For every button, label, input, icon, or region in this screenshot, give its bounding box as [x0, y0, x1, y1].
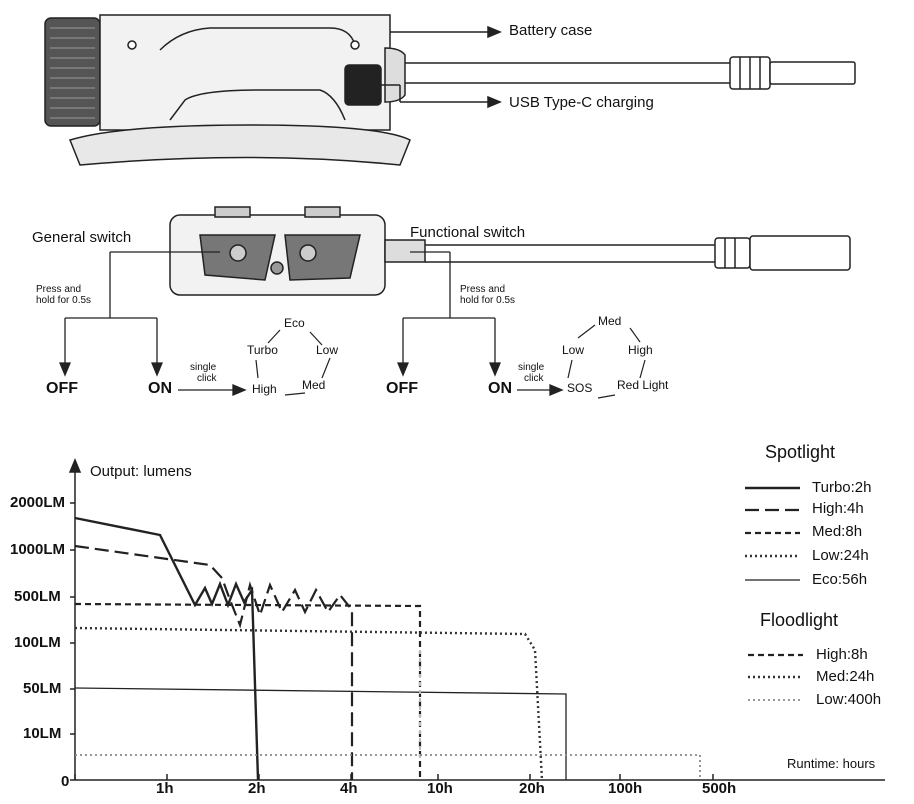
y-tick-0: 0: [61, 773, 70, 790]
general-single-click-line1: single: [190, 362, 217, 373]
functional-switch-branches: [397, 251, 564, 396]
y-tick-500lm: 500LM: [14, 588, 61, 605]
functional-hint-line1: Press and: [460, 284, 506, 295]
functional-on-label: ON: [488, 380, 512, 397]
y-tick-1000lm: 1000LM: [10, 541, 66, 558]
usb-cable: [405, 56, 856, 90]
device-side-view: [44, 14, 411, 166]
y-tick-50lm: 50LM: [23, 680, 62, 697]
general-switch-label: General switch: [32, 229, 132, 246]
legend-flood-high: High:8h: [816, 646, 868, 663]
device-top-view: [169, 206, 426, 296]
legend-turbo: Turbo:2h: [812, 479, 872, 496]
functional-hint-line2: hold for 0.5s: [460, 295, 516, 306]
functional-single-click-line1: single: [518, 362, 545, 373]
x-tick-4h: 4h: [340, 780, 358, 797]
functional-mode-high: High: [628, 343, 653, 357]
general-mode-high: High: [252, 382, 277, 396]
functional-mode-sos: SOS: [567, 381, 593, 395]
top-cable: [425, 235, 851, 271]
legend-samples: [739, 469, 901, 701]
general-on-label: ON: [148, 380, 172, 397]
usb-charging-label: USB Type-C charging: [509, 94, 654, 111]
general-mode-eco: Eco: [284, 316, 305, 330]
legend-flood-med: Med:24h: [816, 668, 875, 685]
x-tick-10h: 10h: [427, 780, 453, 797]
legend-high: High:4h: [812, 500, 864, 517]
general-off-label: OFF: [46, 380, 78, 397]
y-tick-2000lm: 2000LM: [10, 494, 66, 511]
chart-axes: [68, 458, 885, 781]
general-cycle-arrows: [255, 329, 331, 396]
general-mode-turbo: Turbo: [247, 343, 278, 357]
series-high: [74, 544, 354, 780]
legend-eco: Eco:56h: [812, 571, 868, 588]
legend-spotlight-title: Spotlight: [765, 442, 836, 462]
x-tick-500h: 500h: [702, 780, 737, 797]
chart-series: [74, 516, 701, 781]
functional-mode-med: Med: [598, 314, 622, 328]
functional-cycle-arrows: [567, 324, 646, 399]
general-switch-branches: [59, 251, 247, 396]
x-tick-20h: 20h: [519, 780, 545, 797]
legend-floodlight-title: Floodlight: [760, 610, 839, 630]
x-tick-100h: 100h: [608, 780, 643, 797]
battery-case-label: Battery case: [509, 22, 593, 39]
knurled-cap: [44, 17, 101, 127]
functional-off-label: OFF: [386, 380, 418, 397]
y-tick-10lm: 10LM: [23, 725, 62, 742]
functional-single-click-line2: click: [524, 373, 544, 384]
functional-switch-button: [284, 234, 361, 281]
x-tick-2h: 2h: [248, 780, 266, 797]
headband-mount: [68, 124, 411, 166]
legend-flood-low: Low:400h: [816, 691, 882, 708]
general-hint-line1: Press and: [36, 284, 82, 295]
callout-arrows: [370, 25, 502, 109]
series-flood-low: [75, 754, 701, 780]
functional-mode-low: Low: [562, 343, 585, 357]
x-tick-1h: 1h: [156, 780, 174, 797]
legend-low: Low:24h: [812, 547, 869, 564]
general-mode-low: Low: [316, 343, 339, 357]
functional-switch-label: Functional switch: [410, 224, 526, 241]
device-body: [99, 14, 391, 131]
series-turbo: [74, 516, 260, 781]
legend-spotlight-box: [739, 469, 901, 596]
general-single-click-line2: click: [197, 373, 217, 384]
y-axis-arrow: [68, 458, 82, 473]
functional-mode-red-light: Red Light: [617, 378, 669, 392]
general-mode-med: Med: [302, 378, 326, 392]
chart-ylabel: Output: lumens: [90, 463, 192, 480]
general-hint-line2: hold for 0.5s: [36, 295, 92, 306]
series-low: [74, 626, 544, 781]
y-tick-100lm: 100LM: [14, 634, 61, 651]
series-eco: [74, 687, 567, 780]
legend-med: Med:8h: [812, 523, 863, 540]
chart-xlabel: Runtime: hours: [787, 756, 876, 771]
